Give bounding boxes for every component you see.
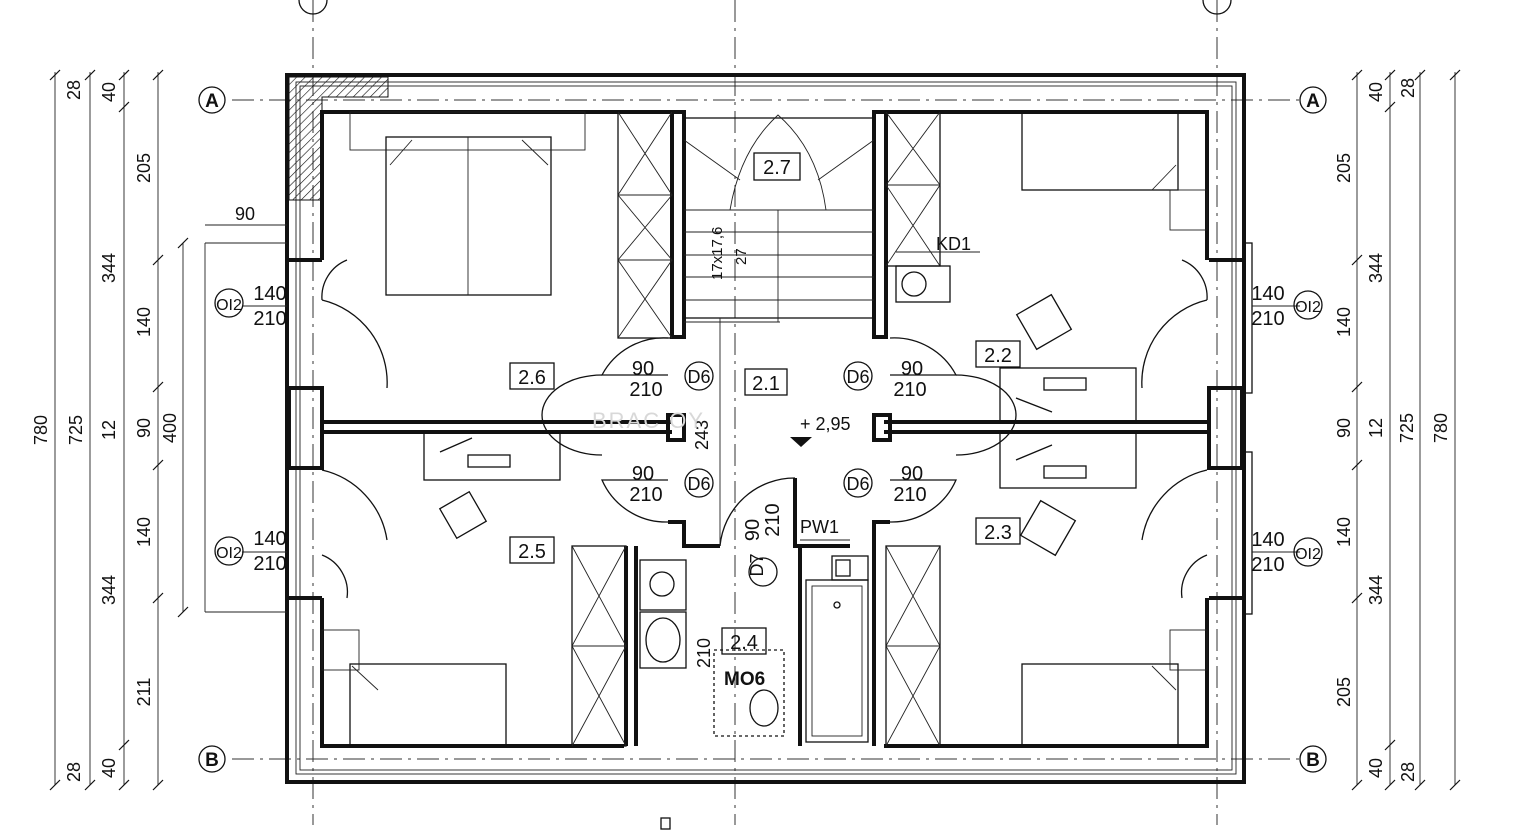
win-w: 140 <box>253 283 286 305</box>
dim-text: 780 <box>31 415 51 445</box>
level-marker-icon <box>790 437 812 447</box>
win-h: 210 <box>1251 554 1284 576</box>
win-w: 140 <box>1251 283 1284 305</box>
door-tags: D6 D6 D6 D6 D7 90 210 90 210 90 210 90 2… <box>629 358 927 587</box>
stair-steps-text: 17x17,6 <box>709 227 726 280</box>
win-w: 140 <box>1251 529 1284 551</box>
dim-text: 344 <box>1366 575 1386 605</box>
win-w: 140 <box>253 528 286 550</box>
room-2-2: 2.2 <box>984 345 1012 367</box>
doors <box>321 259 1208 599</box>
dimension-lines <box>54 72 1456 785</box>
door-h: 210 <box>629 379 662 401</box>
dim-text: 90 <box>235 204 255 224</box>
oi2-tag: OI2 <box>216 297 242 314</box>
dim-text: 12 <box>99 420 119 440</box>
win-h: 210 <box>253 308 286 330</box>
level-text: + 2,95 <box>800 414 851 434</box>
dim-text: 40 <box>99 82 119 102</box>
d7-tag: D7 <box>747 553 767 576</box>
d6-tag: D6 <box>687 474 710 494</box>
dim-text: 40 <box>99 758 119 778</box>
door-h: 210 <box>629 484 662 506</box>
stair-height-text: 27 <box>733 248 750 265</box>
dim-text: 140 <box>134 517 154 547</box>
room-2-6: 2.6 <box>518 367 546 389</box>
dim-text: 344 <box>1366 253 1386 283</box>
desks <box>423 293 1137 557</box>
room-2-4: 2.4 <box>730 632 758 654</box>
dim-text: 28 <box>64 762 84 782</box>
axis-b-right: B <box>1306 750 1320 771</box>
dim-text: 205 <box>1334 677 1354 707</box>
room-2-1: 2.1 <box>752 373 780 395</box>
watermark: BRAC OY <box>592 408 705 433</box>
door-w: 90 <box>632 358 654 380</box>
dim-text: 211 <box>134 678 154 707</box>
dim-text: 780 <box>1431 413 1451 443</box>
room-2-5: 2.5 <box>518 541 546 563</box>
axis-a-right: A <box>1306 91 1320 112</box>
axis-a-left: A <box>205 91 219 112</box>
door-h: 210 <box>893 379 926 401</box>
oi2-tag: OI2 <box>216 545 242 562</box>
stairs <box>683 114 875 545</box>
outer-walls <box>285 73 1253 784</box>
room-2-7: 2.7 <box>763 157 791 179</box>
dim-text: 90 <box>134 418 154 438</box>
door-w: 90 <box>632 463 654 485</box>
door-w: 90 <box>901 358 923 380</box>
left-dimensions: 28 40 205 344 140 12 90 140 344 211 40 2… <box>31 80 255 782</box>
axis-markers: A A B B <box>198 86 1327 773</box>
bath-height: 210 <box>694 638 714 668</box>
d6-tag: D6 <box>846 367 869 387</box>
kd1-label: KD1 <box>936 234 971 254</box>
dim-text: 28 <box>64 80 84 100</box>
dim-text: 725 <box>1397 413 1417 443</box>
door-w: 90 <box>901 463 923 485</box>
dim-text: 28 <box>1398 762 1418 782</box>
bath-fixtures <box>639 265 951 743</box>
dim-text: 40 <box>1366 758 1386 778</box>
dim-text: 90 <box>1334 418 1354 438</box>
tick-marks <box>49 69 1461 791</box>
dim-text: 140 <box>1334 307 1354 337</box>
d7-h: 210 <box>762 503 784 536</box>
dim-text: 344 <box>99 253 119 283</box>
annotations: + 2,95 17x17,6 27 KD1 PW1 MO6 210 243 BR… <box>592 227 971 690</box>
win-h: 210 <box>1251 308 1284 330</box>
room-2-3: 2.3 <box>984 522 1012 544</box>
grid-axes <box>232 0 1300 825</box>
dim-text: 205 <box>1334 153 1354 183</box>
dim-text: 28 <box>1398 78 1418 98</box>
right-dimensions: 28 40 205 344 140 12 90 140 344 205 40 2… <box>1334 78 1451 782</box>
dim-text: 140 <box>1334 517 1354 547</box>
d6-tag: D6 <box>846 474 869 494</box>
oi2-tag: OI2 <box>1295 546 1321 563</box>
dim-text: 12 <box>1366 418 1386 438</box>
room-labels: 2.6 2.1 2.7 2.2 2.3 2.5 2.4 <box>509 152 1021 655</box>
beds <box>321 111 1208 747</box>
d7-w: 90 <box>742 519 764 541</box>
dim-text: 400 <box>160 413 180 443</box>
d6-tag: D6 <box>687 367 710 387</box>
pw1-label: PW1 <box>800 517 839 537</box>
dim-text: 40 <box>1366 82 1386 102</box>
win-h: 210 <box>253 553 286 575</box>
oi2-tag: OI2 <box>1295 299 1321 316</box>
dim-text: 205 <box>134 153 154 183</box>
dim-text: 725 <box>66 415 86 445</box>
door-h: 210 <box>893 484 926 506</box>
corridor-width: 243 <box>692 420 712 450</box>
dim-text: 140 <box>134 307 154 337</box>
dim-text: 344 <box>99 575 119 605</box>
window-tags: OI2 140 210 OI2 140 210 OI2 140 210 OI2 … <box>214 283 1323 576</box>
mo6-label: MO6 <box>724 669 765 690</box>
axis-b-left: B <box>205 750 219 771</box>
partitions <box>322 110 1207 746</box>
